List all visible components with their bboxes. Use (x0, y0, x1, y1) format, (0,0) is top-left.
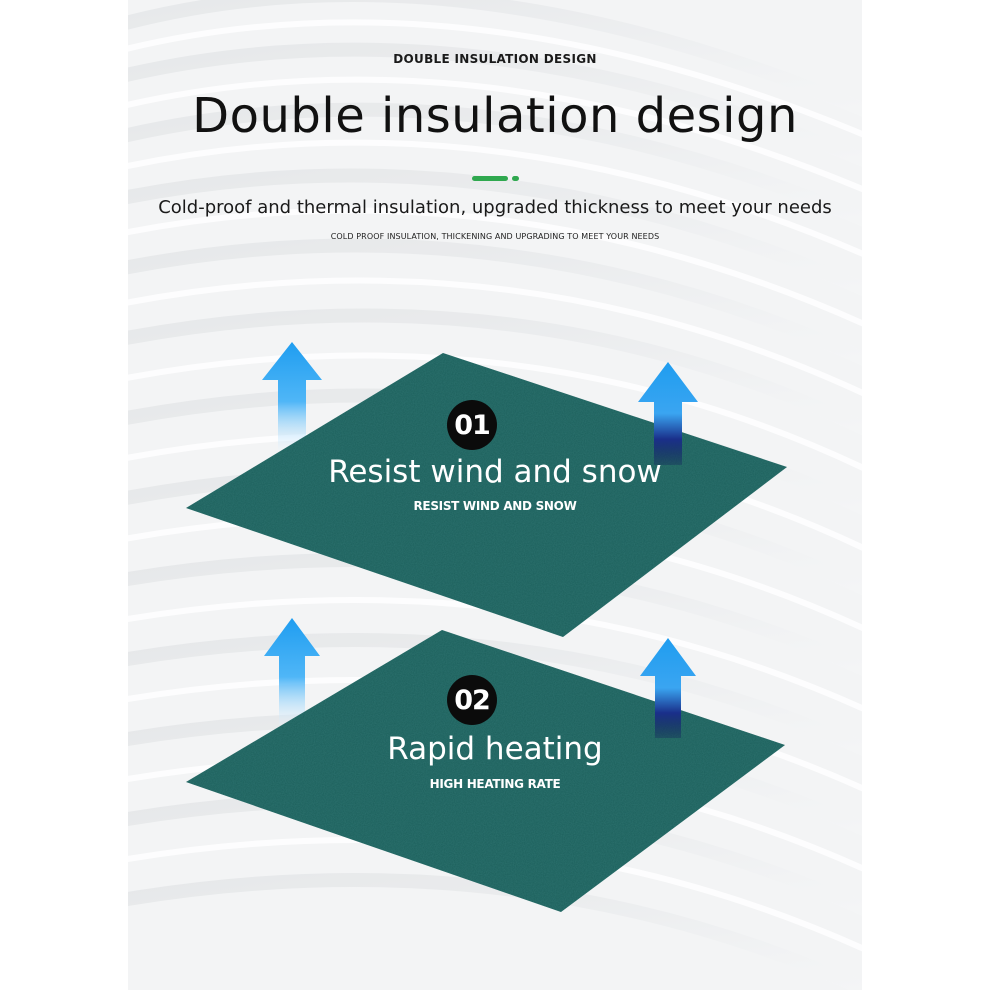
step-number-badge: 01 (447, 400, 497, 450)
section-label: DOUBLE INSULATION DESIGN (393, 52, 597, 66)
feature-subtitle: HIGH HEATING RATE (429, 777, 561, 791)
feature-title: Resist wind and snow (328, 454, 662, 490)
divider-dot (512, 176, 519, 181)
feature-subtitle: RESIST WIND AND SNOW (413, 499, 577, 513)
up-arrow-icon (264, 618, 320, 725)
up-arrow-icon (640, 638, 696, 738)
up-arrow-icon (262, 342, 322, 450)
page-subtitle: Cold-proof and thermal insulation, upgra… (158, 197, 832, 218)
page-subtitle-caps: COLD PROOF INSULATION, THICKENING AND UP… (330, 232, 660, 241)
feature-title: Rapid heating (387, 731, 603, 767)
divider-dash (472, 176, 508, 181)
step-number-badge: 02 (447, 675, 497, 725)
up-arrow-icon (638, 362, 698, 465)
accent-divider (472, 176, 520, 182)
fabric-layer-01 (186, 342, 787, 637)
page-title: Double insulation design (192, 88, 798, 144)
fabric-layer-02 (186, 618, 785, 912)
